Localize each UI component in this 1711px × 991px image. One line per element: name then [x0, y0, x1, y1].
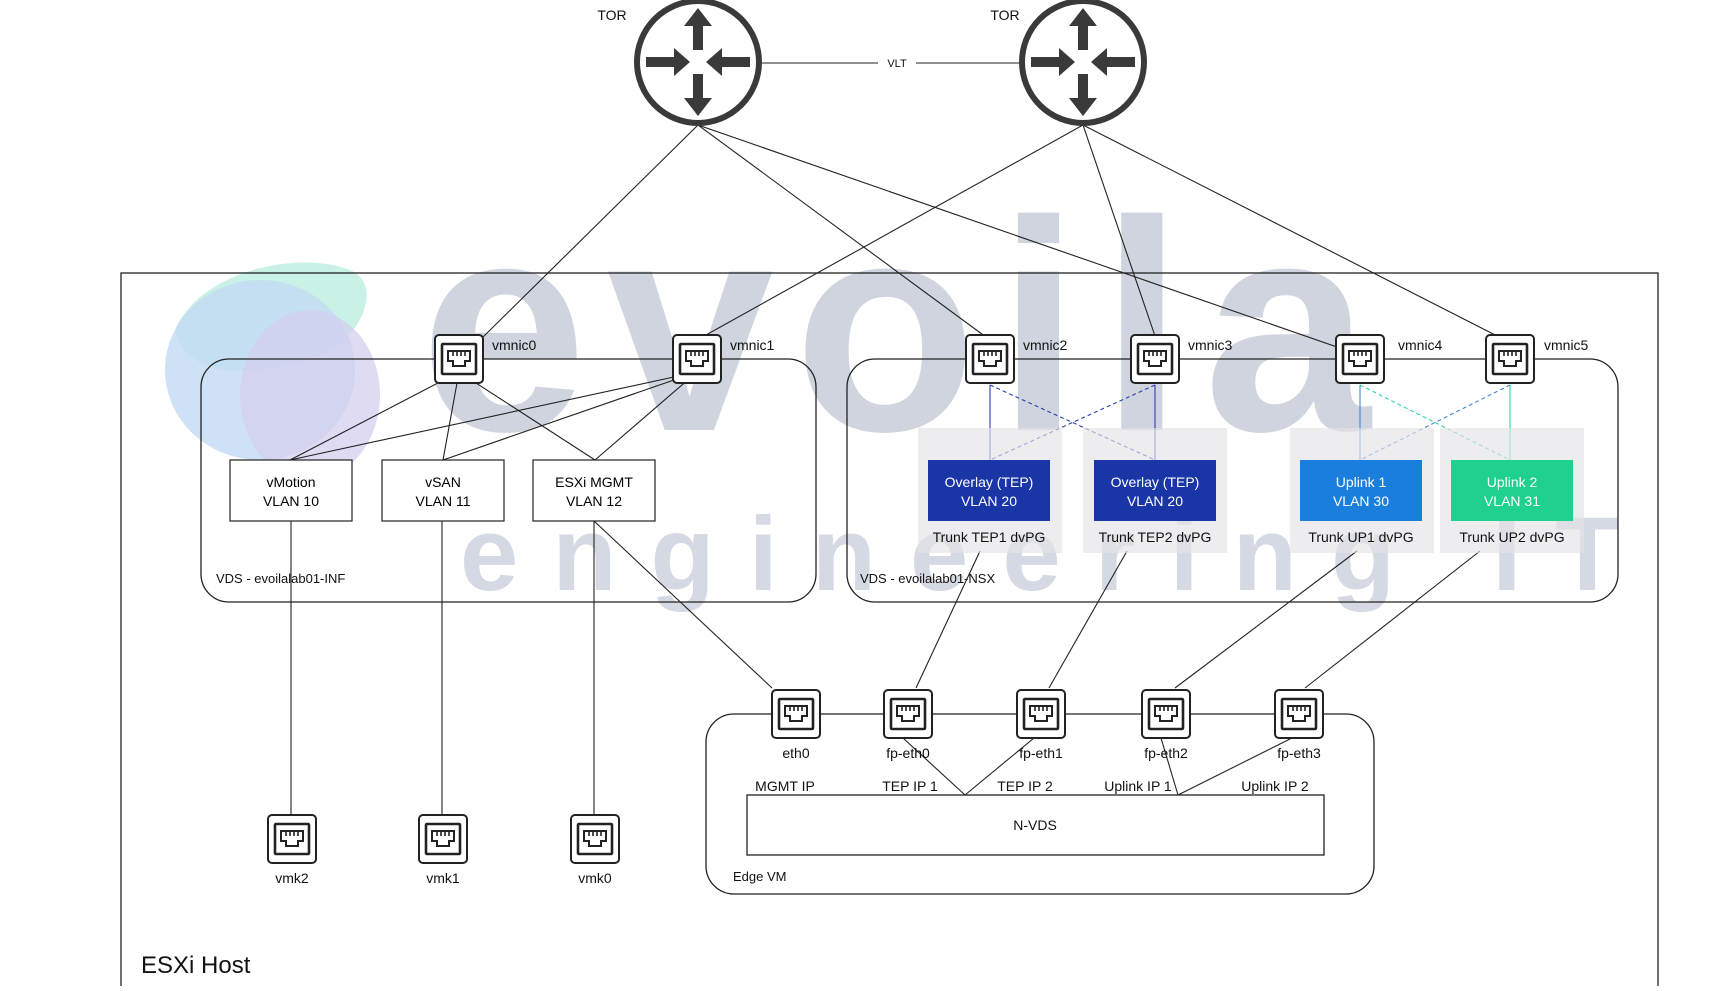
- vmk2-port[interactable]: vmk2: [266, 813, 318, 886]
- portgroup-name: Overlay (TEP): [1111, 474, 1200, 490]
- vmnic-label: vmnic4: [1398, 337, 1443, 353]
- portgroup-name: vSAN: [425, 474, 461, 490]
- vmnic-label: vmnic1: [730, 337, 775, 353]
- vmnic1[interactable]: vmnic1: [671, 333, 775, 385]
- nvds-box: [746, 794, 1325, 856]
- ethernet-port-icon: [1015, 688, 1067, 740]
- vmnic-label: vmnic3: [1188, 337, 1233, 353]
- ethernet-port-icon: [882, 688, 934, 740]
- esxi-host-box: [120, 272, 1659, 991]
- portgroup-name: ESXi MGMT: [555, 474, 633, 490]
- portgroup-vsan[interactable]: vSAN VLAN 11: [381, 459, 505, 522]
- portgroup-esxi-mgmt[interactable]: ESXi MGMT VLAN 12: [532, 459, 656, 522]
- portgroup-name: Overlay (TEP): [945, 474, 1034, 490]
- edge-port-fp-eth0[interactable]: fp-eth0: [882, 688, 934, 761]
- vmnic4[interactable]: vmnic4: [1334, 333, 1443, 385]
- edge-port-label: fp-eth1: [1019, 745, 1063, 761]
- edge-vm-label: Edge VM: [733, 869, 786, 884]
- vmk1-port[interactable]: vmk1: [417, 813, 469, 886]
- vmnic3[interactable]: vmnic3: [1129, 333, 1233, 385]
- vlt-label-bg: [878, 55, 916, 71]
- vmk-label: vmk0: [578, 870, 612, 886]
- nsx-links: [989, 384, 1511, 461]
- tor-router-1[interactable]: TOR: [597, 1, 759, 123]
- watermark-blob-purple: [240, 310, 380, 480]
- edge-port-eth0[interactable]: eth0: [770, 688, 822, 761]
- portgroup-vlan: VLAN 20: [1127, 493, 1183, 509]
- ip-label-tep2: TEP IP 2: [997, 778, 1053, 794]
- vmnic-label: vmnic5: [1544, 337, 1589, 353]
- watermark-word: evoila: [420, 158, 1391, 494]
- edge-port-label: fp-eth3: [1277, 745, 1321, 761]
- ethernet-port-icon: [671, 333, 723, 385]
- vds-inf-label: VDS - evoilalab01-INF: [216, 571, 345, 586]
- esxi-host-label: ESXi Host: [141, 952, 251, 979]
- edge-port-fp-eth2[interactable]: fp-eth2: [1140, 688, 1192, 761]
- portgroup-caption: Trunk TEP2 dvPG: [1099, 529, 1212, 545]
- vmnic-label: vmnic0: [492, 337, 537, 353]
- ethernet-port-icon: [964, 333, 1016, 385]
- portgroup-vlan: VLAN 30: [1333, 493, 1389, 509]
- portgroup-vlan: VLAN 12: [566, 493, 622, 509]
- ip-label-uplink1: Uplink IP 1: [1104, 778, 1172, 794]
- vmk-label: vmk2: [275, 870, 309, 886]
- edge-port-label: fp-eth0: [886, 745, 930, 761]
- portgroup-name: vMotion: [266, 474, 315, 490]
- ethernet-port-icon: [1334, 333, 1386, 385]
- ethernet-port-icon: [1484, 333, 1536, 385]
- portgroup-caption: Trunk TEP1 dvPG: [933, 529, 1046, 545]
- portgroup-vmotion[interactable]: vMotion VLAN 10: [229, 459, 353, 522]
- tor-router-2[interactable]: TOR: [990, 1, 1144, 123]
- vlt-label: VLT: [887, 58, 907, 70]
- portgroup-name: Uplink 2: [1487, 474, 1538, 490]
- vmnic5[interactable]: vmnic5: [1484, 333, 1589, 385]
- connection-lines: [289, 62, 1506, 815]
- portgroup-trunk-up2[interactable]: Uplink 2 VLAN 31 Trunk UP2 dvPG: [1440, 428, 1584, 553]
- portgroup-vlan: VLAN 20: [961, 493, 1017, 509]
- portgroup-caption: Trunk UP1 dvPG: [1308, 529, 1413, 545]
- portgroup-vlan: VLAN 11: [416, 493, 471, 509]
- ip-label-tep1: TEP IP 1: [882, 778, 938, 794]
- ethernet-port-icon: [433, 333, 485, 385]
- edge-port-fp-eth3[interactable]: fp-eth3: [1273, 688, 1325, 761]
- portgroup-trunk-tep2[interactable]: Overlay (TEP) VLAN 20 Trunk TEP2 dvPG: [1083, 428, 1227, 553]
- ethernet-port-icon: [1273, 688, 1325, 740]
- portgroup-trunk-up1[interactable]: Uplink 1 VLAN 30 Trunk UP1 dvPG: [1290, 428, 1434, 553]
- vmnic-label: vmnic2: [1023, 337, 1068, 353]
- edge-port-label: fp-eth2: [1144, 745, 1188, 761]
- vmnic0[interactable]: vmnic0: [433, 333, 537, 385]
- ethernet-port-icon: [569, 813, 621, 865]
- portgroup-caption: Trunk UP2 dvPG: [1459, 529, 1564, 545]
- vmk0-port[interactable]: vmk0: [569, 813, 621, 886]
- ethernet-port-icon: [266, 813, 318, 865]
- ethernet-port-icon: [1140, 688, 1192, 740]
- tor-label: TOR: [597, 7, 626, 23]
- portgroup-vlan: VLAN 10: [263, 493, 319, 509]
- vds-inf-box: [200, 358, 817, 603]
- router-icon: [637, 1, 759, 123]
- vds-nsx-label: VDS - evoilalab01-NSX: [860, 571, 995, 586]
- ethernet-port-icon: [1129, 333, 1181, 385]
- vmnic2[interactable]: vmnic2: [964, 333, 1068, 385]
- tor-label: TOR: [990, 7, 1019, 23]
- portgroup-vlan: VLAN 31: [1484, 493, 1540, 509]
- edge-port-fp-eth1[interactable]: fp-eth1: [1015, 688, 1067, 761]
- ethernet-port-icon: [417, 813, 469, 865]
- ip-label-mgmt: MGMT IP: [755, 778, 815, 794]
- nvds-label: N-VDS: [1013, 817, 1057, 833]
- ethernet-port-icon: [770, 688, 822, 740]
- edge-port-label: eth0: [782, 745, 809, 761]
- portgroup-name: Uplink 1: [1336, 474, 1387, 490]
- portgroup-trunk-tep1[interactable]: Overlay (TEP) VLAN 20 Trunk TEP1 dvPG: [918, 428, 1062, 553]
- vmk-label: vmk1: [426, 870, 460, 886]
- vds-nsx-box: [846, 358, 1619, 603]
- ip-label-uplink2: Uplink IP 2: [1241, 778, 1309, 794]
- router-icon: [1022, 1, 1144, 123]
